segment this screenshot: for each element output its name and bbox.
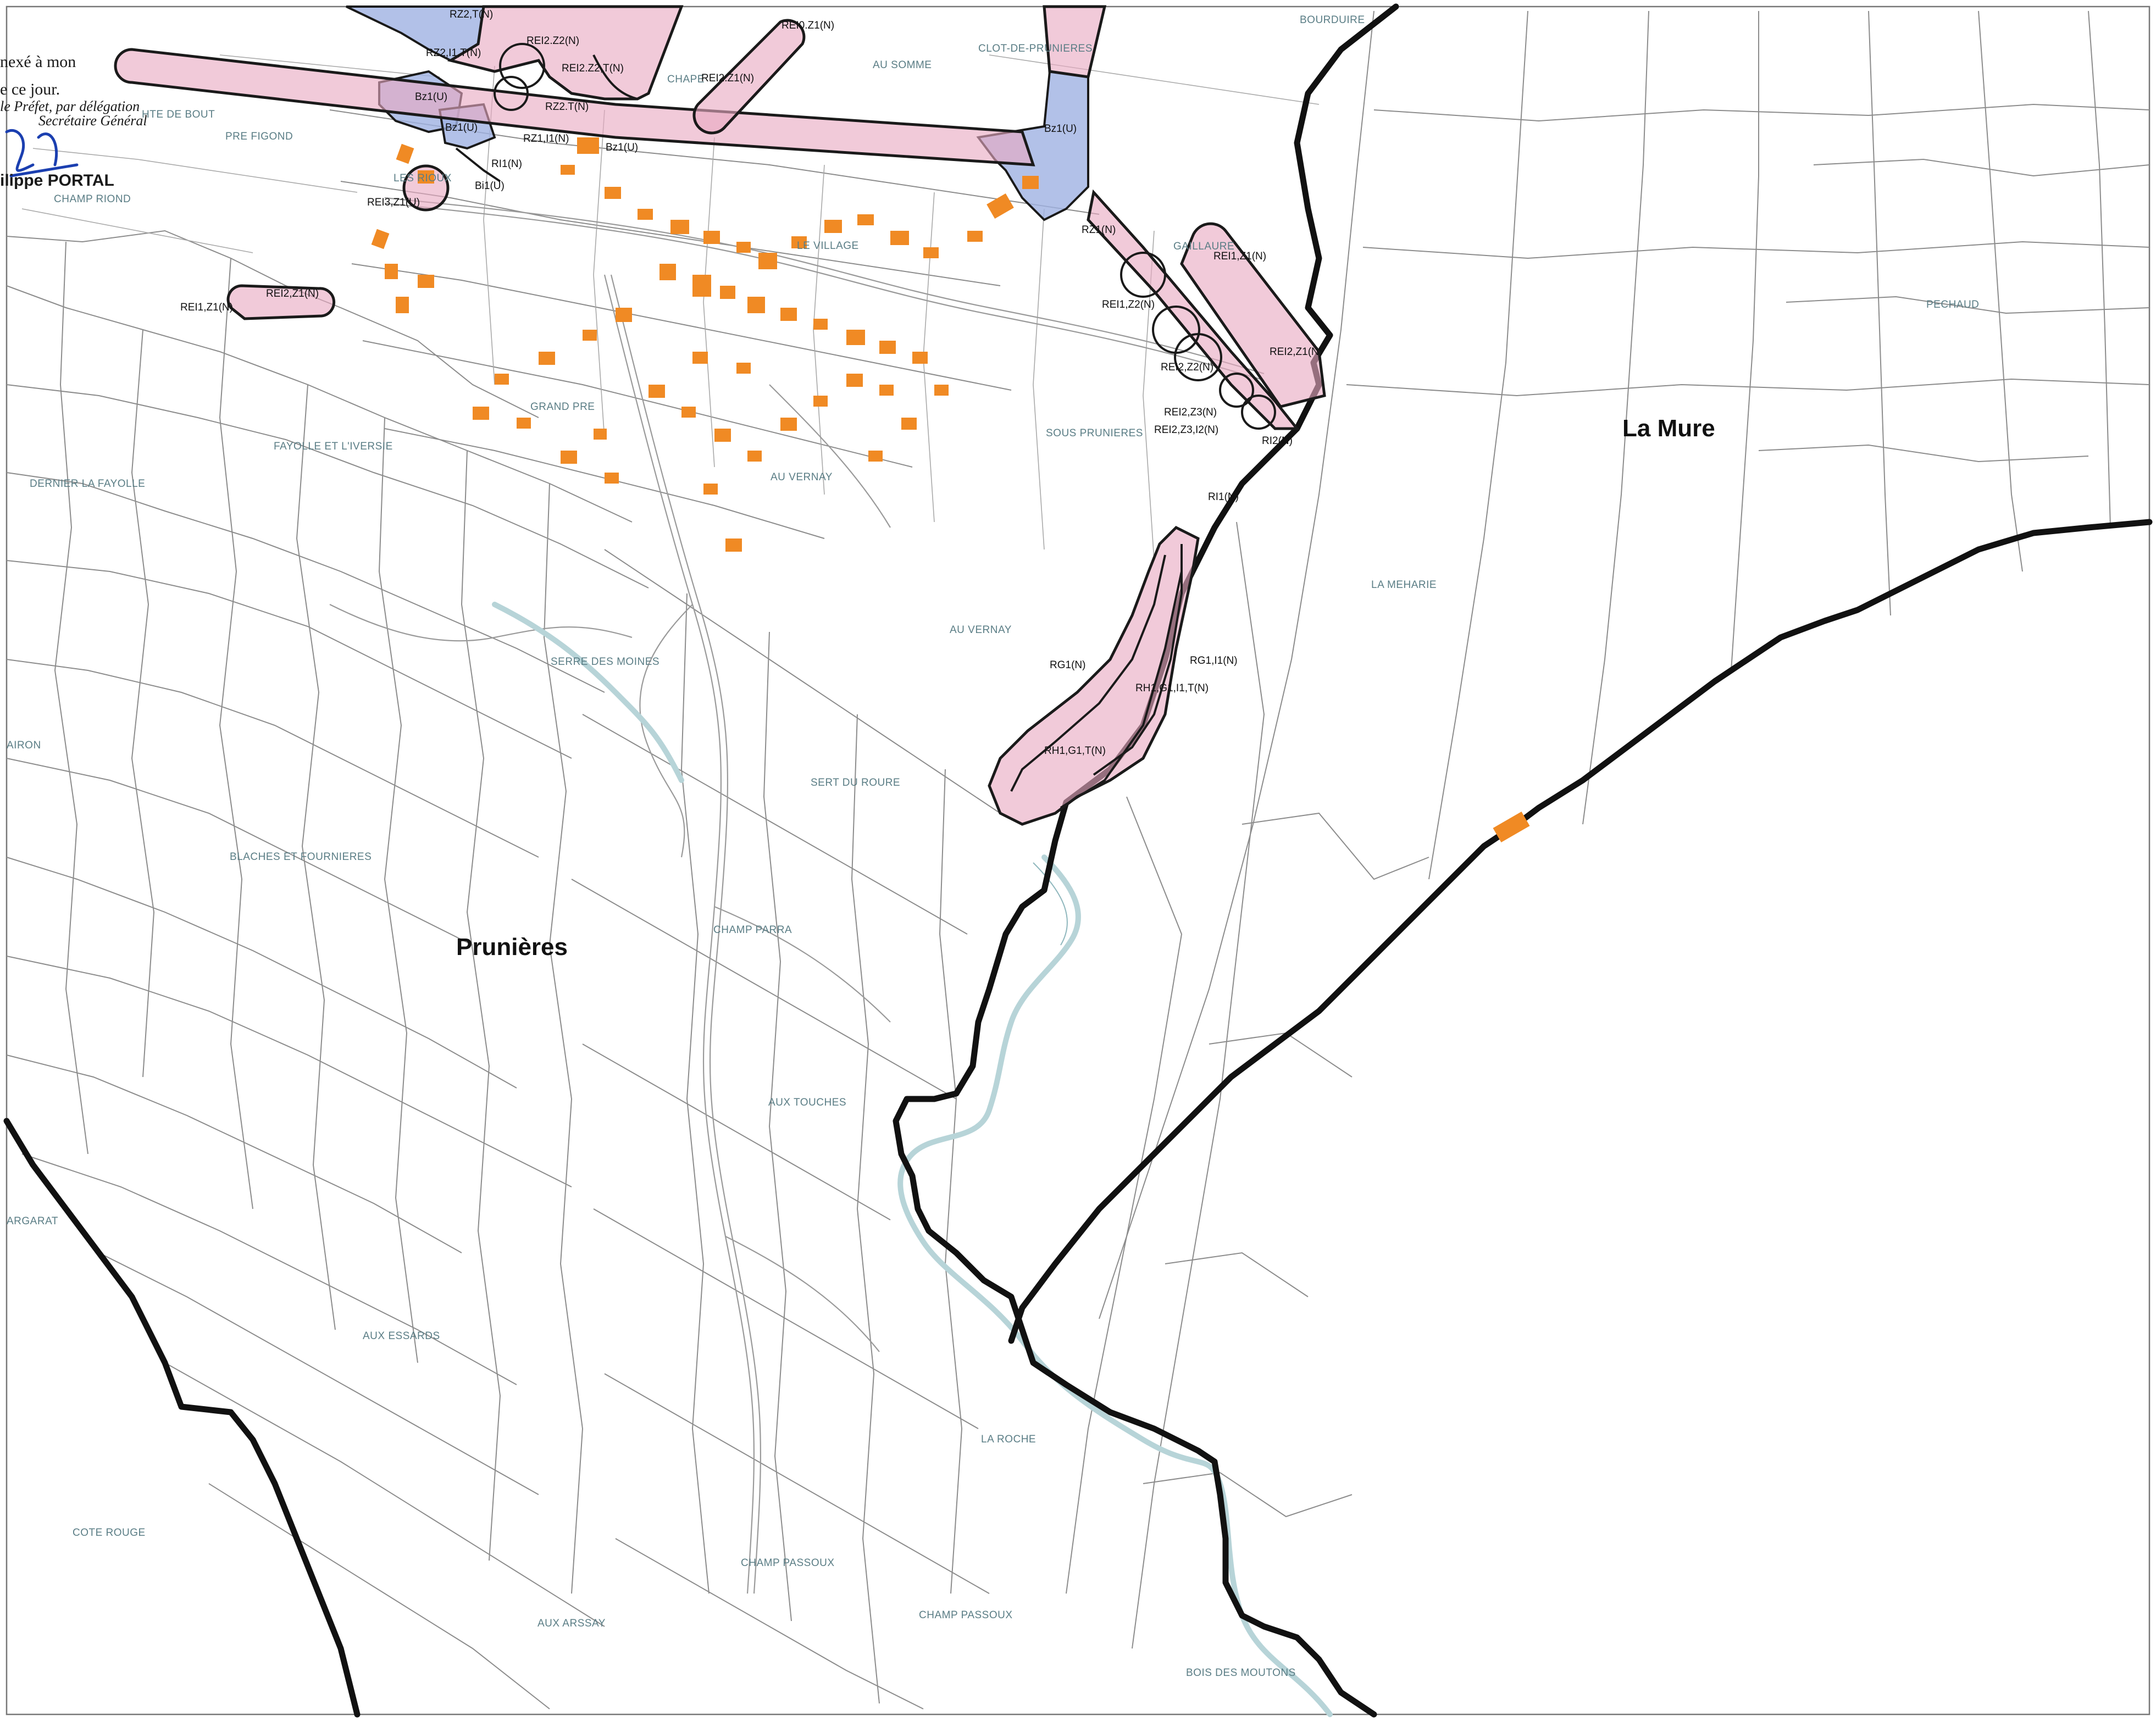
place-label-au-somme: AU SOMME bbox=[873, 59, 932, 71]
place-label-au-vernay-2: AU VERNAY bbox=[950, 624, 1012, 636]
red-zone-rz1 bbox=[1087, 189, 1300, 430]
zone-label-rei0-z1: REI0.Z1(N) bbox=[782, 20, 834, 31]
zone-label-rei2-z1-top: REI2.Z1(N) bbox=[701, 73, 754, 84]
red-zones bbox=[114, 5, 1326, 826]
red-zone-ravine bbox=[988, 525, 1200, 826]
place-label-cote-rouge: COTE ROUGE bbox=[73, 1527, 146, 1539]
zone-label-rg1-i1: RG1,I1(N) bbox=[1190, 655, 1238, 667]
red-zone-rei2-z1-west bbox=[226, 284, 336, 320]
zone-label-rei2-z2-t: REI2.Z2,T(N) bbox=[562, 63, 624, 74]
zone-label-rh1-g1-t: RH1,G1,T(N) bbox=[1044, 745, 1106, 757]
zone-label-bi1-u: Bi1(U) bbox=[475, 180, 505, 192]
place-label-au-vernay-1: AU VERNAY bbox=[771, 471, 833, 483]
zone-label-rei2-z1-west: REI2,Z1(N) bbox=[266, 288, 319, 299]
place-label-grand-pre: GRAND PRE bbox=[530, 401, 595, 413]
place-label-pechaud: PECHAUD bbox=[1926, 299, 1979, 310]
place-label-argarat: ARGARAT bbox=[7, 1215, 58, 1227]
zone-label-bz1-u-3: Bz1(U) bbox=[606, 142, 638, 153]
stamp-line-3: le Préfet, par délégation bbox=[0, 98, 140, 114]
commune-label-prunieres: Prunières bbox=[456, 934, 568, 961]
stamp-signatory: ilippe PORTAL bbox=[0, 171, 114, 190]
place-label-champ-parra: CHAMP PARRA bbox=[713, 924, 792, 936]
stamp-line-2: e ce jour. bbox=[0, 80, 60, 98]
zone-label-ri1-n-east: RI1(N) bbox=[1208, 491, 1239, 503]
place-label-aux-essards: AUX ESSARDS bbox=[363, 1330, 440, 1342]
place-label-pre-figond: PRE FIGOND bbox=[225, 131, 293, 142]
place-label-bourduire: BOURDUIRE bbox=[1300, 14, 1365, 26]
zone-label-ri2-n: RI2(N) bbox=[1262, 435, 1293, 447]
red-zone-rei0 bbox=[692, 19, 806, 135]
place-label-le-village: LE VILLAGE bbox=[797, 240, 859, 252]
place-label-clot-de-prunieres: CLOT-DE-PRUNIERES bbox=[978, 43, 1093, 54]
place-labels: BOURDUIRE CLOT-DE-PRUNIERES AU SOMME CHA… bbox=[7, 14, 1979, 1679]
place-label-les-rioux: LES RIOUX bbox=[393, 173, 452, 184]
place-label-gaillaure: GAILLAURE bbox=[1173, 241, 1234, 252]
zone-labels: RZ2,T(N) REI2.Z2(N) RZ2,I1,T(N) REI2.Z2,… bbox=[180, 9, 1322, 757]
red-zone-top-band bbox=[447, 5, 684, 101]
zone-label-rei3-z1: REI3,Z1(U) bbox=[367, 197, 420, 208]
red-zone-les-rioux bbox=[402, 164, 450, 212]
zone-label-bz1-u-east: Bz1(U) bbox=[1044, 123, 1077, 135]
buildings bbox=[371, 137, 1530, 842]
zone-label-rei2-z2-top: REI2.Z2(N) bbox=[526, 35, 579, 47]
zone-label-rz2-i1-t: RZ2,I1,T(N) bbox=[426, 47, 481, 59]
zone-label-rei1-z1-west: REI1,Z1(N) bbox=[180, 302, 233, 313]
roads bbox=[329, 197, 1265, 1594]
zone-label-rz1-n: RZ1(N) bbox=[1082, 224, 1116, 236]
place-label-dernier-la-fayolle: DERNIER LA FAYOLLE bbox=[30, 478, 145, 490]
zone-label-rei1-z2: REI1,Z2(N) bbox=[1102, 299, 1155, 310]
place-label-airon: AIRON bbox=[7, 740, 41, 751]
zone-label-rz2-t-mid: RZ2.T(N) bbox=[545, 101, 589, 113]
place-label-champ-passoux-1: CHAMP PASSOUX bbox=[741, 1557, 835, 1569]
place-label-la-roche: LA ROCHE bbox=[981, 1434, 1036, 1445]
cadastral-parcels bbox=[5, 5, 2151, 1716]
zone-label-ri1-n-top: RI1(N) bbox=[491, 158, 522, 170]
zone-label-rg1-n: RG1(N) bbox=[1050, 659, 1085, 671]
place-label-fayolle: FAYOLLE ET L'IVERSIE bbox=[274, 441, 393, 452]
stamp-line-4: Secrétaire Général bbox=[38, 113, 147, 129]
zone-label-rh1-g1-i1-t: RH1,G1,I1,T(N) bbox=[1135, 682, 1209, 694]
place-label-hte-de-bout: HTE DE BOUT bbox=[142, 109, 215, 120]
place-label-sous-prunieres: SOUS PRUNIERES bbox=[1046, 428, 1143, 439]
signature-mark bbox=[5, 129, 79, 177]
red-corridor-main bbox=[114, 48, 1035, 166]
zone-label-rei1-z1-east: REI1,Z1(N) bbox=[1213, 251, 1266, 262]
place-label-champ-riond: CHAMP RIOND bbox=[54, 193, 131, 205]
zone-label-rz1-i1: RZ1,I1(N) bbox=[523, 133, 569, 145]
prefecture-stamp: nexé à mon e ce jour. le Préfet, par dél… bbox=[0, 53, 147, 190]
zone-label-rei2-z3: REI2,Z3(N) bbox=[1164, 407, 1217, 418]
zone-label-rei2-z3-i2: REI2,Z3,I2(N) bbox=[1154, 424, 1218, 436]
red-zone-clot-top bbox=[1043, 5, 1107, 79]
zone-label-bz1-u-1: Bz1(U) bbox=[415, 91, 447, 103]
place-label-la-meharie: LA MEHARIE bbox=[1371, 579, 1437, 591]
red-zone-gaillaure bbox=[1180, 222, 1326, 408]
zone-label-rz2-t-top: RZ2,T(N) bbox=[450, 9, 493, 20]
zone-label-rei2-z1-east: REI2,Z1(N) bbox=[1270, 346, 1322, 358]
place-label-bois-des-moutons: BOIS DES MOUTONS bbox=[1186, 1667, 1296, 1679]
place-label-blaches: BLACHES ET FOURNIERES bbox=[230, 851, 372, 863]
commune-labels: Prunières La Mure bbox=[456, 415, 1715, 961]
commune-label-la-mure: La Mure bbox=[1622, 415, 1715, 442]
zone-label-rei2-z2-east: REI2,Z2(N) bbox=[1161, 362, 1213, 373]
place-label-sert-du-roure: SERT DU ROURE bbox=[811, 777, 900, 789]
place-label-aux-touches: AUX TOUCHES bbox=[768, 1097, 846, 1108]
place-label-chapel: CHAPE bbox=[667, 74, 705, 85]
zone-label-bz1-u-2: Bz1(U) bbox=[445, 122, 478, 134]
stamp-line-1: nexé à mon bbox=[0, 53, 76, 71]
place-label-champ-passoux-2: CHAMP PASSOUX bbox=[919, 1609, 1013, 1621]
place-label-serre-des-moines: SERRE DES MOINES bbox=[551, 656, 659, 668]
place-label-aux-arssay: AUX ARSSAY bbox=[537, 1618, 606, 1629]
